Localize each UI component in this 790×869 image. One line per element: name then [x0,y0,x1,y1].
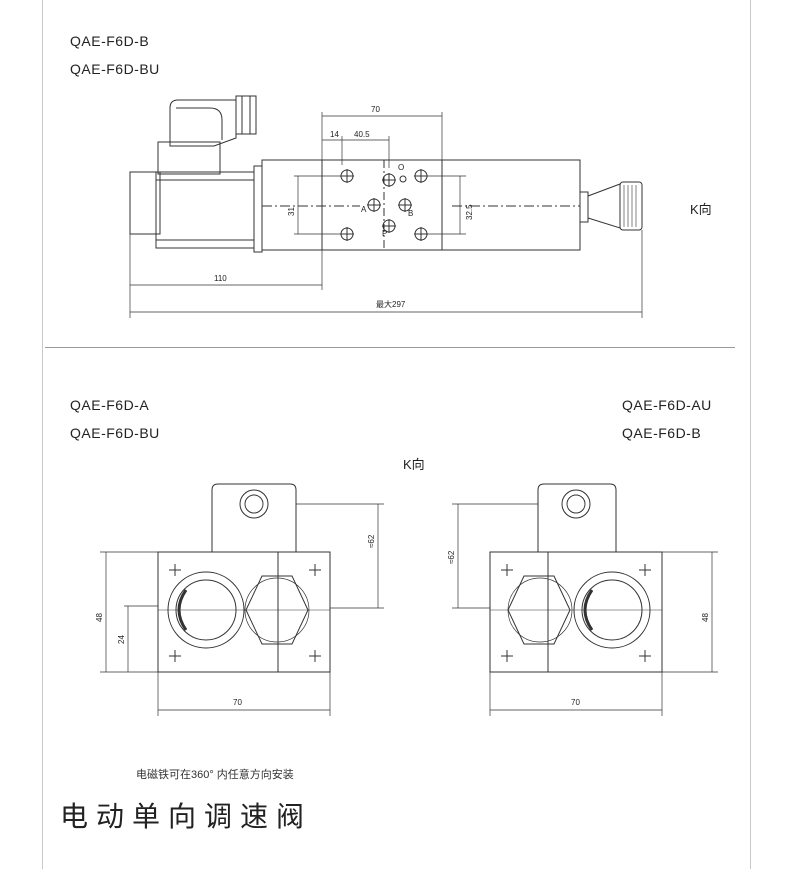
dim-110: 110 [214,274,227,283]
right-corner-holes [501,564,651,662]
bottom-k-direction-label: K向 [403,457,425,472]
bottom-left-model-label-2: QAE-F6D-BU [70,425,160,441]
bottom-right-k-view: ≈62 48 70 [447,483,718,716]
right-base-plate [489,551,663,673]
dim-14: 14 [330,130,339,139]
installation-note: 电磁铁可在360° 内任意方向安装 [136,769,294,781]
left-corner-holes [169,564,321,662]
knob-collar [579,191,589,223]
port-b-label: B [408,209,413,218]
solenoid-coil-body [155,171,255,249]
top-model-label-2: QAE-F6D-BU [70,61,160,77]
dim-max-297: 最大297 [376,299,406,309]
oil-ports [367,173,412,233]
page-title: 电动单向调速阀 [60,800,313,833]
dim-32-5: 32.5 [465,204,474,220]
dim-70-top: 70 [371,105,380,114]
knob-neck [587,183,621,229]
solenoid-end-cap [129,171,161,235]
section-divider [45,347,735,348]
connector-cable-gland [235,95,257,135]
solenoid-top-box [157,141,221,175]
left-dim-24: 24 [117,635,126,644]
left-dim-70: 70 [233,698,242,707]
solenoid-flange [253,165,263,253]
left-hex-nut [245,575,309,645]
left-dim-62: ≈62 [367,534,376,548]
bottom-left-model-label-1: QAE-F6D-A [70,397,150,413]
left-connector-top [211,483,297,552]
right-connector-top [537,483,617,552]
bottom-right-model-label-2: QAE-F6D-B [622,425,702,441]
top-k-direction-label: K向 [690,202,712,217]
connector-plug [169,99,237,147]
mounting-holes [340,169,428,241]
frame-right-border [750,0,751,869]
top-side-view: A B P O 70 14 40.5 31 32.5 110 [129,95,643,318]
bottom-left-k-view: ≈62 48 24 70 [95,483,384,716]
top-model-label-1: QAE-F6D-B [70,33,150,49]
right-dim-70: 70 [571,698,580,707]
bottom-right-model-label-1: QAE-F6D-AU [622,397,712,413]
frame-left-border [42,0,43,869]
left-dim-48: 48 [95,613,104,622]
port-a-label: A [361,205,367,214]
right-dim-48: 48 [701,613,710,622]
port-p-label: P [382,229,387,238]
right-dim-62: ≈62 [447,550,456,564]
port-o-label: O [398,163,404,172]
dim-40-5: 40.5 [354,130,370,139]
left-base-plate [157,551,331,673]
dim-31: 31 [287,207,296,216]
adjusting-knob [619,181,643,231]
